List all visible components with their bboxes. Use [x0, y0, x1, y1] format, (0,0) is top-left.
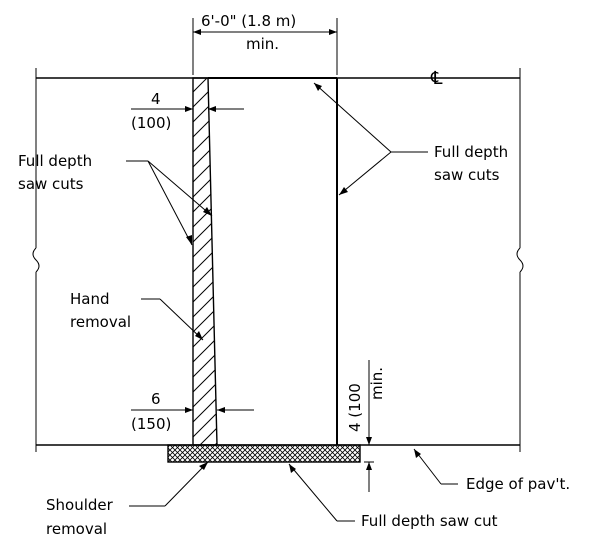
top-width-note: min.: [246, 35, 279, 53]
left-saw-cuts-label-line1: Full depth: [18, 152, 92, 170]
bottom-saw-cut-label: Full depth saw cut: [361, 512, 498, 530]
hand-removal-strip: [192, 77, 218, 446]
hand-removal-label-line1: Hand: [70, 290, 110, 308]
shoulder-removal-label-line1: Shoulder: [46, 496, 114, 514]
hand-removal-callout: Hand removal: [70, 290, 204, 341]
centerline-symbol: ℄: [430, 68, 443, 89]
bottom-cut-text: 6: [151, 390, 161, 408]
shoulder-removal-area: [167, 444, 361, 463]
top-width-dimension: 6'-0" (1.8 m) min.: [192, 12, 338, 75]
removal-area: [208, 77, 338, 445]
bottom-cut-metric-text: (150): [131, 415, 171, 433]
left-break-line: [32, 88, 40, 452]
shoulder-removal-callout: Shoulder removal: [46, 461, 209, 538]
right-break-line: [516, 88, 524, 452]
edge-of-pavement-callout: Edge of pav't.: [413, 448, 570, 493]
edge-of-pavement-label: Edge of pav't.: [466, 475, 570, 493]
top-width-text: 6'-0" (1.8 m): [201, 12, 296, 30]
left-saw-cuts-callout: Full depth saw cuts: [18, 152, 213, 246]
right-saw-cuts-callout: Full depth saw cuts: [313, 82, 508, 196]
hand-removal-label-line2: removal: [70, 313, 131, 331]
top-cut-text: 4: [151, 90, 161, 108]
right-saw-cuts-label-line2: saw cuts: [434, 166, 500, 184]
right-offset-note: min.: [368, 367, 386, 400]
right-saw-cuts-label-line1: Full depth: [434, 143, 508, 161]
bottom-saw-cut-callout: Full depth saw cut: [288, 463, 498, 530]
shoulder-removal-label-line2: removal: [46, 520, 107, 538]
bottom-cut-dimension: 6 (150): [131, 390, 254, 433]
right-offset-dimension: 4 (100 min.: [346, 360, 386, 492]
top-cut-dimension: 4 (100): [131, 90, 244, 132]
top-cut-metric-text: (100): [131, 114, 171, 132]
left-saw-cuts-label-line2: saw cuts: [18, 175, 84, 193]
right-offset-text: 4 (100: [346, 383, 364, 432]
